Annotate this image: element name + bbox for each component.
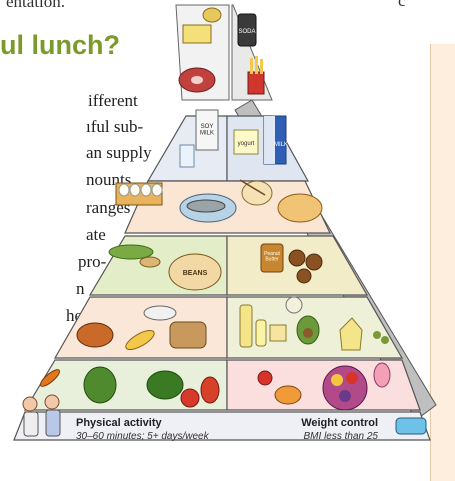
runner-icon [44,394,60,410]
fruit [331,374,343,386]
egg [151,183,163,197]
cereal-bowl-icon [143,305,177,321]
garlic-icon [285,296,303,314]
cupcake-icon [202,7,222,23]
soda-can-icon [237,13,257,47]
strawberry-icon [257,370,273,386]
tomato-icon [180,388,200,408]
avocado-pit [303,328,313,338]
fruit-icon [373,362,391,388]
nut-icon [288,249,306,267]
noodle-bowl-icon [76,322,114,348]
glass-of-milk-icon [179,144,195,168]
roast-chicken-icon [277,193,323,223]
weight-detail: BMI less than 25 [304,431,379,442]
olive [373,331,381,339]
bean-pot-icon [168,253,222,291]
text-fragment-top-right: c [398,0,406,10]
fry-stick [250,58,253,74]
scale-icon [395,417,427,435]
bread-loaf-icon [169,321,207,349]
egg [129,183,141,197]
chopsticks-icon [239,179,266,196]
egg [118,183,130,197]
runner-icon [22,396,38,412]
activity-detail: 30–60 minutes; 5+ days/week [76,431,210,442]
fruit-bowl-icon [322,365,368,411]
pea-pod-icon [108,244,154,260]
steak-fat-icon [191,76,203,84]
fruit [339,390,351,402]
yogurt-label: yogurt [238,141,255,147]
peanut-butter-jar-icon [260,243,284,273]
fry-stick [260,59,263,74]
nut-icon [296,268,312,284]
corn-icon [125,329,155,351]
butter-dish-icon [269,324,287,342]
lettuce-icon [83,366,117,404]
peanut-icon [139,256,161,268]
carrot-icon [39,369,61,387]
fry-stick [255,56,258,74]
oil-cruet-icon [339,317,363,351]
runner-body [45,409,61,437]
yogurt-icon [233,129,259,155]
oil-bottle-icon [255,319,267,347]
butter-icon [182,24,212,44]
text-fragment-top: entation. [6,0,66,11]
beans-label: BEANS [183,270,208,277]
pepper-icon [200,376,220,404]
fish-icon [186,199,226,213]
fruit [346,372,358,384]
milk-carton-face [264,116,275,164]
broccoli-icon [146,370,184,400]
egg [140,183,152,197]
runner-body [23,411,39,437]
soda-label: SODA [238,29,255,35]
fries-icon [247,71,265,95]
activity-title: Physical activity [76,417,162,429]
bowl-icon [241,180,273,206]
milk-label: MILK [274,142,288,148]
peach-icon [274,385,302,405]
oil-bottle-icon [239,304,253,348]
sidebar-panel [430,44,455,481]
soy-milk-carton-icon [195,109,219,151]
weight-title: Weight control [301,417,378,429]
nut-icon [305,253,323,271]
pyramid-base [13,411,431,441]
olive [381,336,389,344]
section-heading: ul lunch? [0,30,120,60]
